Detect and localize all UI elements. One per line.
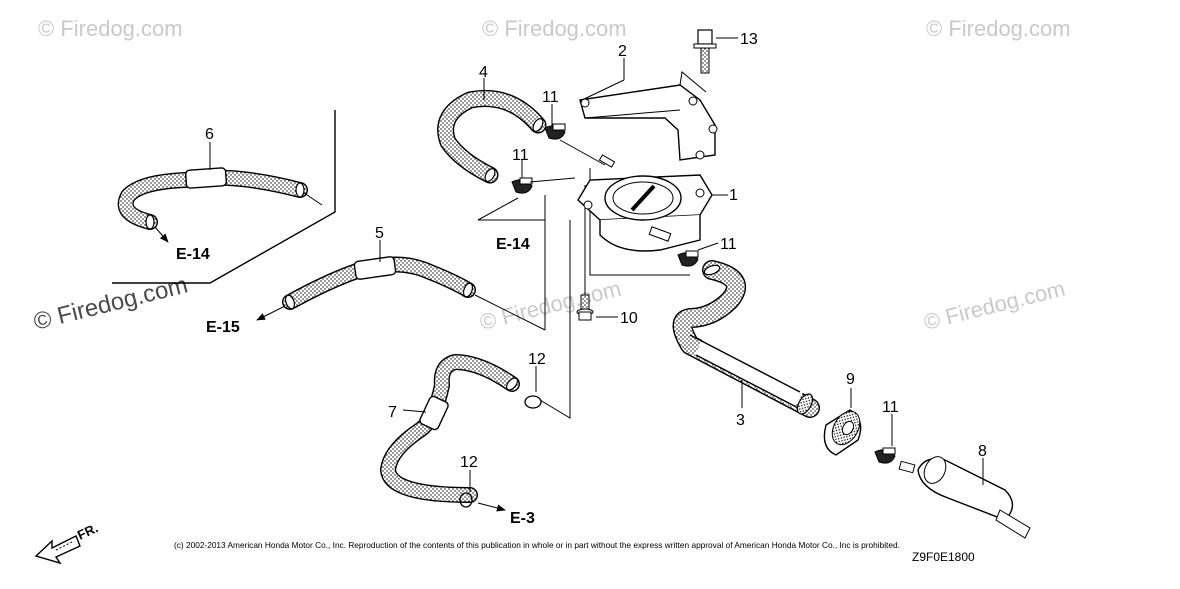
callout-3: 3 bbox=[736, 412, 745, 429]
front-direction-arrow: FR. bbox=[34, 520, 100, 565]
ref-e3: E-3 bbox=[510, 510, 535, 527]
callout-1: 1 bbox=[729, 187, 738, 204]
hose-part-4 bbox=[437, 89, 547, 184]
callout-12-b: 12 bbox=[460, 454, 478, 471]
callout-leaders bbox=[209, 58, 893, 446]
callout-13: 13 bbox=[740, 31, 758, 48]
watermark-text: © Firedog.com bbox=[477, 276, 623, 335]
callout-4: 4 bbox=[479, 64, 488, 81]
callout-7: 7 bbox=[388, 404, 397, 421]
hose-part-7 bbox=[380, 354, 520, 503]
watermark-text: © Firedog.com bbox=[926, 16, 1071, 41]
callout-11-c: 11 bbox=[720, 236, 737, 253]
callout-11-b: 11 bbox=[512, 147, 529, 164]
watermark-main-text: © Firedog.com bbox=[31, 271, 191, 335]
watermark-text: © Firedog.com bbox=[482, 16, 627, 41]
ref-e14-center: E-14 bbox=[496, 236, 530, 253]
bolt-part-13 bbox=[693, 29, 738, 74]
clip-part-11-d bbox=[874, 447, 896, 464]
bracket-part-2 bbox=[579, 71, 718, 161]
clamp-part-12-b bbox=[459, 470, 473, 508]
hose-part-3 bbox=[672, 260, 820, 418]
clip-part-11-c bbox=[677, 250, 699, 267]
watermark-text: © Firedog.com bbox=[921, 276, 1067, 335]
grommet-part-9 bbox=[823, 388, 862, 456]
callout-11-d: 11 bbox=[882, 399, 899, 416]
callout-2: 2 bbox=[618, 43, 627, 60]
callout-11-a: 11 bbox=[542, 89, 559, 106]
copyright-notice: (c) 2002-2013 American Honda Motor Co., … bbox=[174, 540, 900, 550]
diagram-code: Z9F0E1800 bbox=[912, 550, 975, 564]
hose-part-5 bbox=[282, 256, 476, 310]
callout-9: 9 bbox=[846, 371, 855, 388]
callout-5: 5 bbox=[375, 225, 384, 242]
bolt-part-10 bbox=[576, 294, 618, 321]
clip-part-11-b bbox=[511, 177, 533, 194]
direction-label: FR. bbox=[75, 520, 100, 542]
reference-arrows bbox=[154, 226, 506, 512]
fuel-filter-part-8 bbox=[898, 456, 1031, 539]
section-references: E-14 E-14 E-15 E-3 bbox=[176, 236, 535, 527]
hose-part-6 bbox=[117, 167, 323, 230]
callout-6: 6 bbox=[205, 126, 214, 143]
fuel-pump-part-1 bbox=[577, 154, 728, 252]
ref-e15: E-15 bbox=[206, 319, 240, 336]
callout-10: 10 bbox=[620, 310, 638, 327]
watermark-text: © Firedog.com bbox=[38, 16, 183, 41]
callout-12-a: 12 bbox=[528, 351, 546, 368]
ref-e14-left: E-14 bbox=[176, 246, 210, 263]
clamp-part-12-a bbox=[524, 366, 542, 409]
callout-numbers: 2 13 4 11 11 6 1 11 5 10 12 9 7 3 11 8 1… bbox=[205, 31, 987, 471]
leader-lines bbox=[474, 139, 690, 419]
callout-8: 8 bbox=[978, 443, 987, 460]
group-bracket-line bbox=[112, 110, 336, 284]
clip-part-11-a bbox=[544, 123, 566, 140]
